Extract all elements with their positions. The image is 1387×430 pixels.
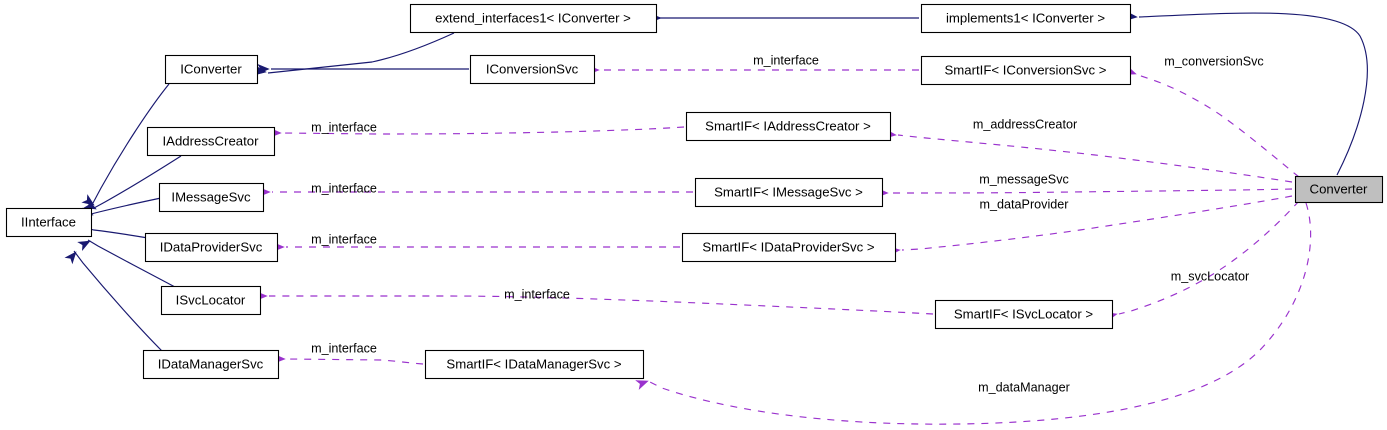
edge-smartif_iaddresscreator-to-iaddresscreator — [282, 126, 685, 135]
node-iaddresscreator[interactable]: IAddressCreator — [146, 126, 276, 157]
node-iconverter[interactable]: IConverter — [164, 54, 259, 85]
node-label-smartif_iaddresscreator: SmartIF< IAddressCreator > — [705, 118, 871, 133]
node-label-isvclocator: ISvcLocator — [176, 292, 246, 307]
node-isvclocator[interactable]: ISvcLocator — [160, 285, 262, 316]
edge-label-l_m_dataprovider: m_dataProvider — [980, 197, 1069, 211]
edge-converter-to-smartif_iconversionsvc — [1137, 74, 1300, 178]
edge-label-l_m_svclocator: m_svcLocator — [1171, 269, 1249, 283]
node-label-iconversionsvc: IConversionSvc — [486, 61, 579, 76]
node-label-idataprovidersvc: IDataProviderSvc — [160, 239, 263, 254]
edge-converter-to-smartif_idatamanagersvc — [649, 202, 1312, 425]
edge-label-l_m_interface_msg: m_interface — [311, 181, 377, 195]
node-box-iinterface — [5, 207, 93, 238]
node-box-imessagesvc — [158, 182, 265, 213]
node-box-idataprovidersvc — [144, 232, 279, 263]
node-box-smartif_iaddresscreator — [685, 111, 892, 142]
node-box-smartif_isvclocator — [934, 299, 1114, 330]
node-smartif_idataprovidersvc[interactable]: SmartIF< IDataProviderSvc > — [681, 232, 897, 263]
edge-smartif_idatamanagersvc-to-idatamanagersvc — [286, 358, 424, 365]
node-smartif_iconversionsvc[interactable]: SmartIF< IConversionSvc > — [920, 55, 1132, 86]
edge-converter-to-implements1 — [1138, 12, 1368, 176]
node-box-iconversionsvc — [469, 54, 596, 85]
node-converter[interactable]: Converter — [1294, 175, 1384, 204]
arrowhead-idatamanagersvc-to-iinterface — [64, 251, 77, 265]
edge-isvclocator-to-iinterface — [87, 239, 176, 288]
node-box-smartif_iconversionsvc — [920, 55, 1132, 86]
node-box-smartif_idataprovidersvc — [681, 232, 897, 263]
node-smartif_isvclocator[interactable]: SmartIF< ISvcLocator > — [934, 299, 1114, 330]
edge-iconverter-to-iinterface — [92, 83, 170, 204]
node-label-iconverter: IConverter — [180, 61, 242, 76]
node-box-isvclocator — [160, 285, 262, 316]
edge-idatamanagersvc-to-iinterface — [73, 250, 163, 352]
edge-extend_interfaces1-to-iconverter — [267, 32, 455, 74]
node-box-converter — [1294, 175, 1384, 204]
node-idataprovidersvc[interactable]: IDataProviderSvc — [144, 232, 279, 263]
node-smartif_idatamanagersvc[interactable]: SmartIF< IDataManagerSvc > — [424, 349, 645, 380]
edge-smartif_isvclocator-to-isvclocator — [269, 295, 934, 315]
edge-label-l_m_conversionsvc: m_conversionSvc — [1164, 54, 1263, 68]
edge-converter-to-smartif_idataprovidersvc — [901, 195, 1293, 251]
arrowhead-isvclocator-to-iinterface — [77, 240, 91, 252]
edge-labels-layer: m_interface m_conversionSvc m_interface m_a… — [311, 53, 1264, 394]
edges-layer — [73, 12, 1368, 425]
nodes-layer: IInterface IConverterIAddressCreatorIMess… — [5, 3, 1384, 380]
node-smartif_iaddresscreator[interactable]: SmartIF< IAddressCreator > — [685, 111, 892, 142]
node-label-implements1: implements1< IConverter > — [946, 10, 1105, 25]
edge-converter-to-smartif_iaddresscreator — [897, 134, 1293, 183]
node-label-smartif_iconversionsvc: SmartIF< IConversionSvc > — [945, 62, 1107, 77]
node-label-smartif_isvclocator: SmartIF< ISvcLocator > — [954, 306, 1094, 321]
node-label-iaddresscreator: IAddressCreator — [162, 133, 259, 148]
node-label-imessagesvc: IMessageSvc — [171, 189, 251, 204]
edge-label-l_m_interface_conv: m_interface — [753, 53, 819, 67]
edge-label-l_m_messagesvc: m_messageSvc — [979, 172, 1069, 186]
node-iconversionsvc[interactable]: IConversionSvc — [469, 54, 596, 85]
node-label-idatamanagersvc: IDataManagerSvc — [158, 356, 264, 371]
node-box-iaddresscreator — [146, 126, 276, 157]
node-box-smartif_imessagesvc — [694, 177, 884, 208]
edge-label-l_m_datamanager: m_dataManager — [978, 380, 1070, 394]
edge-label-l_m_addresscreator: m_addressCreator — [973, 117, 1077, 131]
node-box-implements1 — [920, 3, 1132, 34]
node-imessagesvc[interactable]: IMessageSvc — [158, 182, 265, 213]
node-label-converter: Converter — [1310, 181, 1369, 196]
node-label-smartif_imessagesvc: SmartIF< IMessageSvc > — [714, 184, 863, 199]
edge-label-l_m_interface_addr: m_interface — [311, 120, 377, 134]
node-iinterface[interactable]: IInterface — [5, 207, 93, 238]
edge-iaddresscreator-to-iinterface — [93, 155, 182, 209]
node-box-extend_interfaces1 — [409, 3, 658, 34]
edge-label-l_m_interface_dms: m_interface — [311, 341, 377, 355]
node-label-smartif_idataprovidersvc: SmartIF< IDataProviderSvc > — [702, 239, 875, 254]
node-label-extend_interfaces1: extend_interfaces1< IConverter > — [435, 10, 631, 25]
node-label-iinterface: IInterface — [21, 214, 76, 229]
node-implements1[interactable]: implements1< IConverter > — [920, 3, 1132, 34]
edge-label-l_m_interface_dps: m_interface — [311, 232, 377, 246]
edge-converter-to-smartif_isvclocator — [1118, 200, 1300, 315]
node-label-smartif_idatamanagersvc: SmartIF< IDataManagerSvc > — [446, 356, 621, 371]
node-box-iconverter — [164, 54, 259, 85]
edge-label-l_m_interface_svcloc: m_interface — [504, 287, 570, 301]
arrowhead-converter-to-smartif_idatamanagersvc — [635, 380, 649, 390]
node-box-idatamanagersvc — [142, 349, 280, 380]
edge-idataprovidersvc-to-iinterface — [85, 227, 149, 239]
node-idatamanagersvc[interactable]: IDataManagerSvc — [142, 349, 280, 380]
node-extend_interfaces1[interactable]: extend_interfaces1< IConverter > — [409, 3, 658, 34]
node-box-smartif_idatamanagersvc — [424, 349, 645, 380]
node-smartif_imessagesvc[interactable]: SmartIF< IMessageSvc > — [694, 177, 884, 208]
edge-converter-to-smartif_imessagesvc — [890, 188, 1293, 194]
arrowhead-iconversionsvc-to-iconverter — [257, 63, 270, 75]
edge-imessagesvc-to-iinterface — [90, 197, 162, 215]
